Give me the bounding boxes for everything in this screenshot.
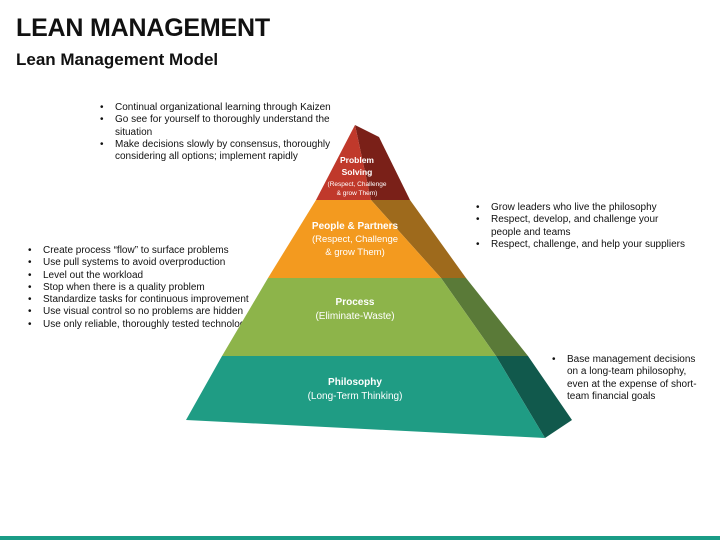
- level-detail-people-partners: & grow Them): [325, 247, 384, 258]
- footer-accent-bar: [0, 536, 720, 540]
- bullet-item: Grow leaders who live the philosophy: [476, 202, 688, 215]
- level-label-philosophy: Philosophy: [328, 377, 382, 388]
- level-detail-people-partners: (Respect, Challenge: [312, 234, 398, 245]
- bullet-item: Stop when there is a quality problem: [28, 282, 256, 295]
- pyramid-side-philosophy: [496, 356, 572, 438]
- pyramid-level-problem-solving: [316, 125, 371, 200]
- bullet-item: Go see for yourself to thoroughly unders…: [100, 114, 338, 139]
- bullet-item: Respect, develop, and challenge your peo…: [476, 214, 688, 239]
- bullet-list-bottom: Base management decisions on a long-team…: [552, 354, 700, 403]
- level-label-problem-solving: Solving: [342, 167, 373, 177]
- level-label-people-partners: People & Partners: [312, 221, 399, 232]
- level-label-process: Process: [336, 297, 375, 308]
- pyramid-level-people-partners: [268, 200, 441, 278]
- bullet-item: Respect, challenge, and help your suppli…: [476, 239, 688, 252]
- page-title: LEAN MANAGEMENT: [16, 14, 270, 42]
- bullet-list-right: Grow leaders who live the philosophy Res…: [476, 202, 688, 251]
- level-label-problem-solving: Problem: [340, 155, 374, 165]
- bullet-item: Standardize tasks for continuous improve…: [28, 294, 256, 307]
- level-detail-process: (Eliminate-Waste): [315, 311, 394, 322]
- bullet-item: Use visual control so no problems are hi…: [28, 306, 256, 319]
- bullet-list-top: Continual organizational learning throug…: [100, 102, 338, 163]
- pyramid-level-process: [222, 278, 496, 356]
- bullet-item: Make decisions slowly by consensus, thor…: [100, 139, 338, 164]
- pyramid-side-people-partners: [371, 200, 466, 278]
- pyramid-side-problem-solving: [355, 125, 410, 200]
- bullet-item: Level out the workload: [28, 270, 256, 283]
- pyramid-level-philosophy: [186, 356, 545, 438]
- bullet-item: Continual organizational learning throug…: [100, 102, 338, 115]
- page-subtitle: Lean Management Model: [16, 50, 219, 69]
- bullet-item: Use only reliable, thoroughly tested tec…: [28, 319, 256, 332]
- bullet-list-left: Create process “flow” to surface problem…: [28, 245, 256, 331]
- pyramid-side-process: [441, 278, 528, 356]
- bullet-item: Create process “flow” to surface problem…: [28, 245, 256, 258]
- bullet-item: Use pull systems to avoid overproduction: [28, 257, 256, 270]
- level-detail-philosophy: (Long-Term Thinking): [308, 391, 403, 402]
- level-detail-problem-solving: (Respect, Challenge: [328, 181, 387, 188]
- level-detail-problem-solving: & grow Them): [337, 190, 378, 197]
- bullet-item: Base management decisions on a long-team…: [552, 354, 700, 403]
